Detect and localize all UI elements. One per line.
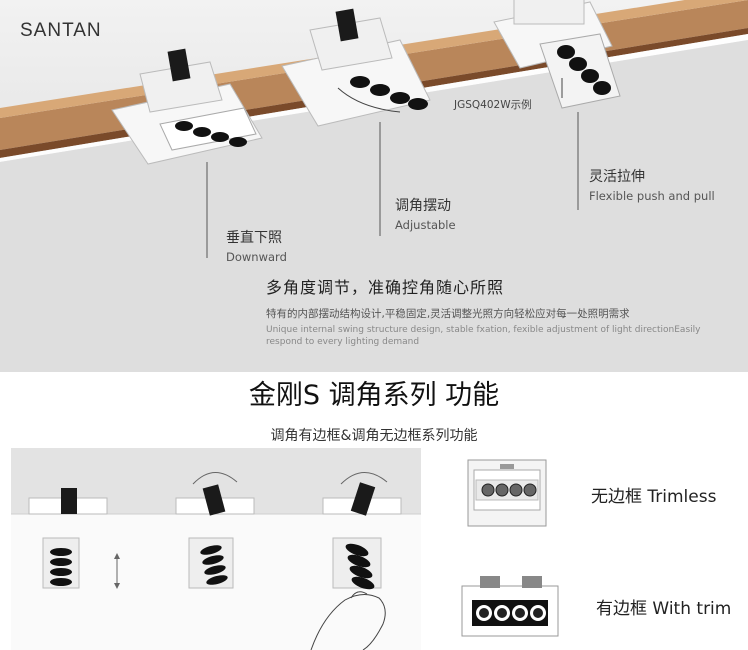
feature-push-pull-cn: 灵活拉伸 [589, 169, 645, 185]
feature-push-pull: 灵活拉伸 Flexible push and pull [589, 166, 715, 203]
with-trim-product-image [461, 576, 559, 637]
description-cn: 特有的内部摆动结构设计,平稳固定,灵活调整光照方向轻松应对每一处照明需求 [266, 308, 630, 320]
lamp-adjustable [281, 8, 431, 236]
brand-logo: SANTAN [20, 20, 102, 41]
feature-adjustable-cn: 调角摆动 [395, 198, 451, 214]
product-label-with-trim: 有边框 With trim [596, 599, 732, 619]
hero-banner: SANTAN JGSQ402W示例 灵活拉伸 Flexible push and… [0, 0, 748, 372]
angle-demo-illustration [11, 448, 421, 650]
lamp-downward [111, 48, 263, 258]
feature-downward-cn: 垂直下照 [226, 230, 282, 246]
feature-downward: 垂直下照 Downward [226, 227, 287, 264]
description-en: Unique internal swing structure design, … [266, 325, 701, 347]
section-subtitle: 调角有边框&调角无边框系列功能 [270, 428, 478, 444]
feature-adjustable: 调角摆动 Adjustable [395, 195, 456, 232]
ceiling-scene-illustration [0, 0, 748, 372]
trimless-product-image [467, 459, 547, 527]
feature-adjustable-en: Adjustable [395, 218, 456, 232]
section-title: 金刚S 调角系列 功能 [248, 380, 500, 411]
lamp-push-pull [493, 0, 621, 210]
headline: 多角度调节，准确控角随心所照 [266, 278, 505, 297]
angle-demo-panel [11, 448, 421, 650]
product-label-trimless: 无边框 Trimless [591, 487, 717, 507]
feature-downward-en: Downward [226, 250, 287, 264]
model-note: JGSQ402W示例 [454, 99, 532, 111]
feature-push-pull-en: Flexible push and pull [589, 189, 715, 203]
